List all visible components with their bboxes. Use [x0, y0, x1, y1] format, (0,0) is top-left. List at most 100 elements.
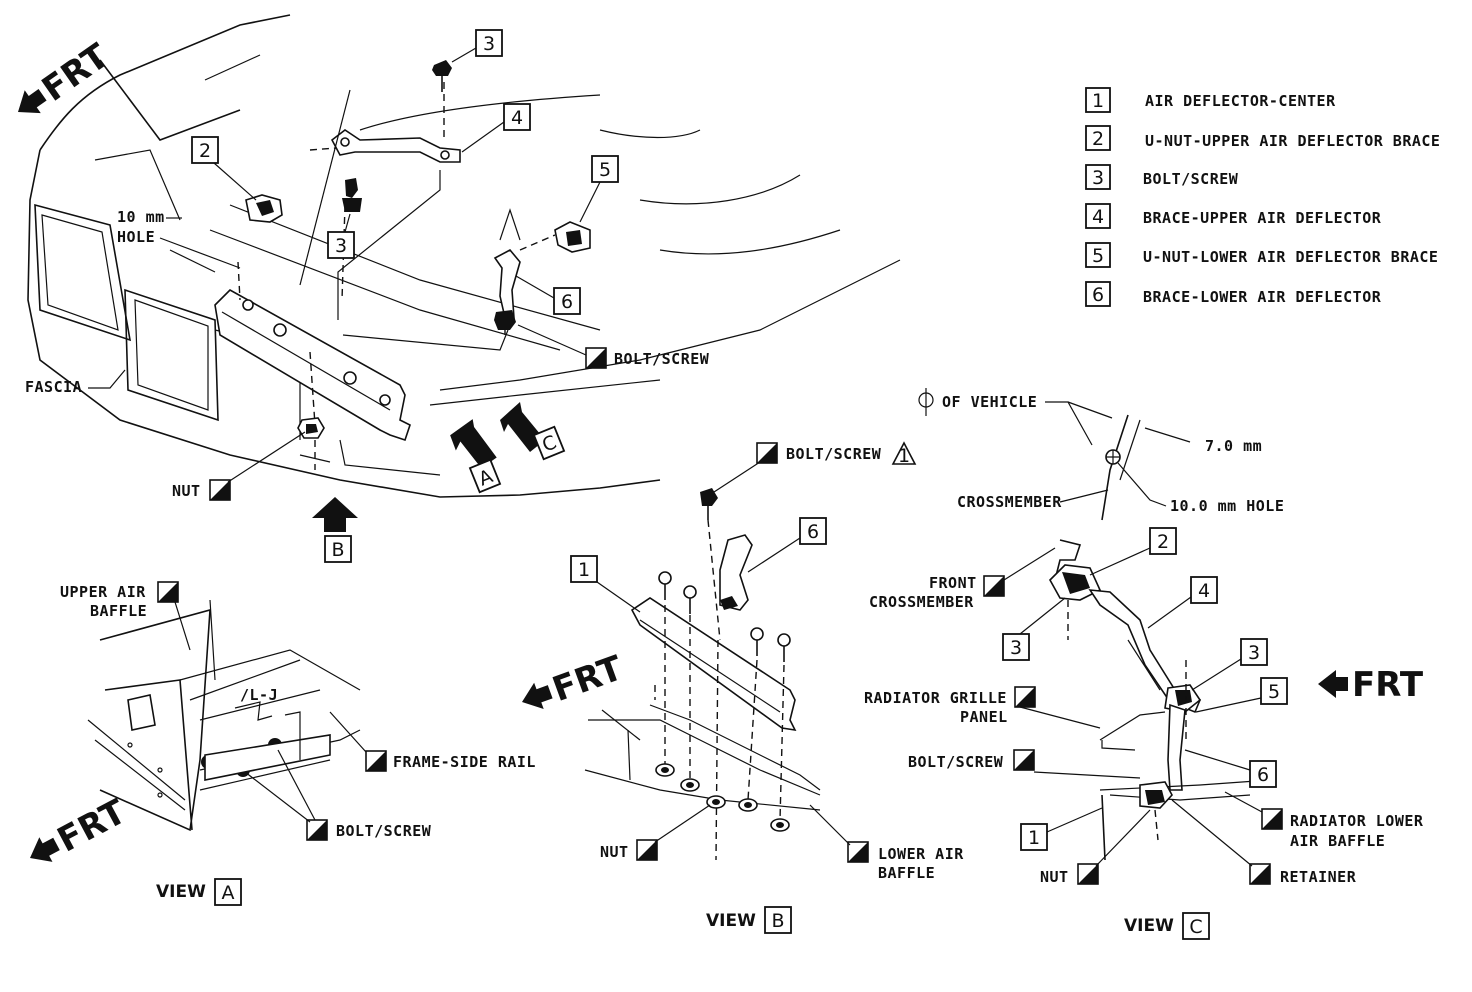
legend-item-3: 3 BOLT/SCREW	[1085, 164, 1238, 190]
svg-text:6: 6	[1257, 764, 1269, 786]
svg-text:5: 5	[599, 159, 611, 181]
callout-4-c: 4	[1147, 576, 1218, 629]
svg-text:BOLT/SCREW: BOLT/SCREW	[908, 753, 1004, 771]
svg-text:BOLT/SCREW: BOLT/SCREW	[336, 822, 432, 840]
callout-3-mid: 3	[327, 213, 355, 259]
nut-icon	[297, 417, 325, 439]
svg-text:FRT: FRT	[51, 792, 133, 861]
svg-text:U-NUT-LOWER AIR DEFLECTOR BRAC: U-NUT-LOWER AIR DEFLECTOR BRACE	[1143, 248, 1438, 266]
svg-text:BOLT/SCREW: BOLT/SCREW	[786, 445, 882, 463]
svg-text:5: 5	[1092, 245, 1104, 267]
svg-text:BAFFLE: BAFFLE	[878, 864, 935, 882]
svg-text:BOLT/SCREW: BOLT/SCREW	[614, 350, 710, 368]
callout-6-b: 6	[747, 517, 827, 573]
bolt-icon	[432, 60, 452, 92]
frame-side-rail-label: FRAME-SIDE RAIL	[329, 711, 535, 772]
svg-text:/L-J: /L-J	[240, 686, 278, 704]
svg-text:AIR DEFLECTOR-CENTER: AIR DEFLECTOR-CENTER	[1145, 92, 1336, 110]
svg-text:3: 3	[483, 33, 495, 55]
main-view: FRT	[18, 14, 901, 563]
bolt-icon	[342, 178, 362, 212]
svg-text:PANEL: PANEL	[960, 708, 1008, 726]
centerline-symbol-icon	[918, 388, 934, 416]
svg-text:4: 4	[511, 107, 523, 129]
radiator-lower-air-baffle-label: RADIATOR LOWER AIR BAFFLE	[1224, 791, 1424, 850]
svg-text:CROSSMEMBER: CROSSMEMBER	[869, 593, 974, 611]
view-b-title: VIEW B	[706, 906, 792, 934]
svg-text:1: 1	[1092, 90, 1104, 112]
svg-text:2: 2	[1157, 531, 1169, 553]
svg-text:VIEW: VIEW	[1124, 916, 1174, 936]
svg-text:VIEW: VIEW	[706, 911, 756, 931]
svg-text:A: A	[222, 882, 235, 904]
svg-text:10 mm: 10 mm	[117, 208, 165, 226]
bolt-icon	[683, 585, 697, 614]
view-b: FRT BOLT/SCREW	[522, 441, 964, 934]
svg-text:4: 4	[1092, 206, 1104, 228]
bolt-screw-label-b: BOLT/SCREW 1	[713, 441, 917, 493]
svg-text:3: 3	[1092, 167, 1104, 189]
svg-text:HOLE: HOLE	[117, 228, 155, 246]
callout-3-top: 3	[451, 29, 503, 63]
lower-air-baffle-label: LOWER AIR BAFFLE	[809, 804, 964, 882]
callout-1-c: 1	[1020, 807, 1103, 851]
svg-text:10.0 mm HOLE: 10.0 mm HOLE	[1170, 497, 1284, 515]
svg-text:RADIATOR LOWER: RADIATOR LOWER	[1290, 812, 1424, 830]
u-nut-icon	[245, 194, 283, 223]
bolt-screw-label-a: BOLT/SCREW	[244, 749, 432, 841]
svg-text:B: B	[331, 539, 344, 561]
nut-icon	[655, 763, 675, 777]
svg-text:BAFFLE: BAFFLE	[90, 602, 147, 620]
svg-text:VIEW: VIEW	[156, 882, 206, 902]
svg-text:C: C	[1189, 916, 1202, 938]
svg-text:1: 1	[578, 559, 590, 581]
view-arrow-b: B	[312, 497, 358, 563]
view-arrow-a: A	[450, 419, 502, 494]
nut-icon	[770, 818, 790, 832]
frt-arrow-icon: FRT	[30, 792, 133, 862]
legend-item-5: 5 U-NUT-LOWER AIR DEFLECTOR BRACE	[1085, 242, 1438, 268]
callout-2: 2	[191, 136, 257, 201]
svg-text:6: 6	[807, 521, 819, 543]
svg-text:UPPER AIR: UPPER AIR	[60, 583, 146, 601]
frt-arrow-icon: FRT	[522, 648, 629, 710]
legend-item-6: 6 BRACE-LOWER AIR DEFLECTOR	[1085, 281, 1382, 307]
legend: 1 AIR DEFLECTOR-CENTER 2 U-NUT-UPPER AIR…	[1085, 87, 1440, 307]
nut-icon	[706, 795, 726, 809]
bolt-screw-label-c: BOLT/SCREW	[908, 749, 1141, 779]
callout-2-c: 2	[1089, 527, 1177, 576]
u-nut-icon	[554, 221, 591, 253]
svg-text:2: 2	[1092, 128, 1104, 150]
svg-text:7.0 mm: 7.0 mm	[1205, 437, 1262, 455]
svg-text:B: B	[771, 910, 784, 932]
view-c: FRT OF VEHICLE 7.0 mm CROSSMEMBER 10.0 m…	[864, 388, 1424, 940]
svg-text:1: 1	[898, 445, 910, 467]
callout-6: 6	[515, 275, 581, 315]
svg-text:4: 4	[1198, 580, 1210, 602]
frt-arrow-icon: FRT	[1318, 665, 1424, 705]
svg-text:BRACE-LOWER AIR DEFLECTOR: BRACE-LOWER AIR DEFLECTOR	[1143, 288, 1382, 306]
svg-text:RADIATOR GRILLE: RADIATOR GRILLE	[864, 689, 1007, 707]
callout-3-c-right: 3	[1191, 638, 1268, 691]
callout-5: 5	[579, 155, 619, 223]
callout-4: 4	[461, 103, 531, 153]
view-a-title: VIEW A	[156, 878, 242, 906]
svg-text:LOWER AIR: LOWER AIR	[878, 845, 964, 863]
svg-text:FRT: FRT	[1352, 665, 1424, 705]
callout-6-c: 6	[1184, 749, 1277, 788]
svg-text:NUT: NUT	[1040, 868, 1069, 886]
svg-text:FRT: FRT	[547, 648, 628, 710]
bolt-icon	[700, 488, 718, 520]
frt-arrow-icon: FRT	[18, 36, 117, 114]
front-crossmember-label: FRONT CROSSMEMBER	[869, 547, 1056, 611]
caution-triangle-icon	[891, 441, 917, 465]
nut-label-main: NUT	[172, 431, 306, 501]
svg-text:3: 3	[1010, 637, 1022, 659]
svg-text:NUT: NUT	[600, 843, 629, 861]
svg-text:CROSSMEMBER: CROSSMEMBER	[957, 493, 1062, 511]
legend-item-4: 4 BRACE-UPPER AIR DEFLECTOR	[1085, 203, 1381, 229]
svg-text:6: 6	[561, 291, 573, 313]
callout-1-b: 1	[570, 555, 641, 613]
callout-3-c-left: 3	[1002, 597, 1066, 661]
